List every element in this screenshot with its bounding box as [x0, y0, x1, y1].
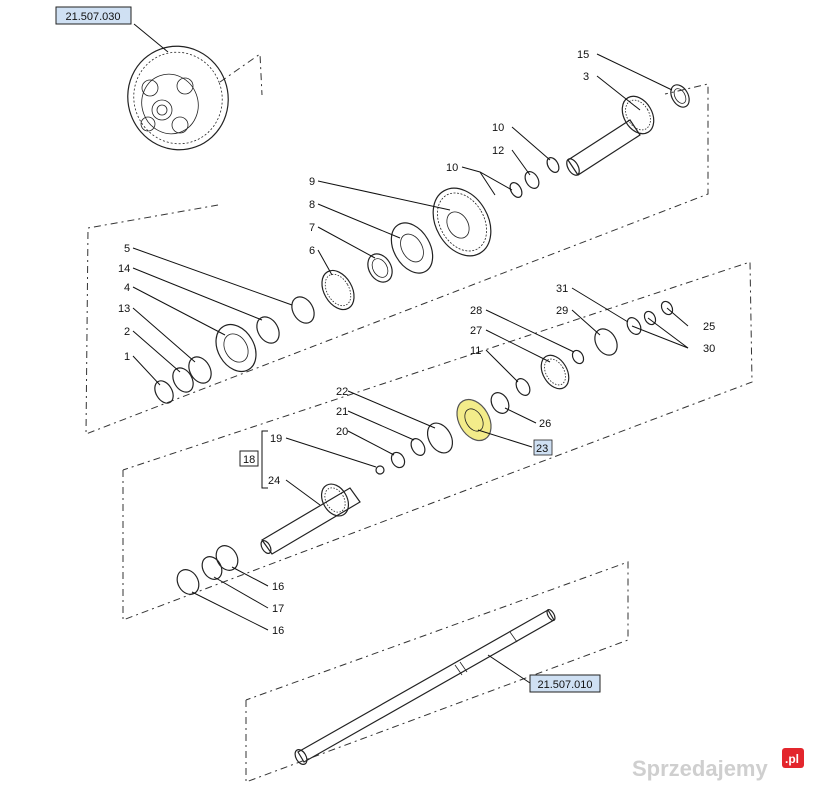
label-11: 11	[470, 345, 481, 357]
label-6: 6	[309, 245, 315, 257]
leader-lines	[132, 23, 689, 684]
upper-shaft	[566, 84, 690, 176]
label-18: 18	[243, 454, 255, 466]
ring-11	[515, 378, 531, 396]
snap-rings-10-12	[509, 157, 560, 198]
label-23: 23	[536, 443, 548, 455]
label-16a: 16	[272, 581, 284, 593]
label-24: 24	[268, 475, 280, 487]
label-12: 12	[492, 145, 504, 157]
watermark-text: Sprzedajemy	[632, 756, 768, 781]
label-4: 4	[124, 282, 130, 294]
label-17: 17	[272, 603, 284, 615]
label-28: 28	[470, 305, 482, 317]
gear-27	[540, 354, 570, 390]
dashed-frame-bottom	[245, 561, 629, 783]
ref-label-bottom: 21.507.010	[537, 679, 592, 691]
ref-label-top: 21.507.030	[65, 11, 120, 23]
label-31: 31	[556, 283, 568, 295]
label-22: 22	[336, 386, 348, 398]
label-3: 3	[583, 71, 589, 83]
part-labels: 15 3 10 12 10 9 8 7 6 5 14 4 13 2 1 31 2…	[118, 49, 715, 637]
rings-16-17	[176, 545, 239, 595]
ref-box-top[interactable]: 21.507.030	[55, 6, 132, 25]
snap-rings-1-2-13	[154, 356, 212, 404]
label-20: 20	[336, 426, 348, 438]
bushing-26	[490, 392, 510, 414]
bearing-5-ring-14	[256, 296, 315, 344]
label-8: 8	[309, 199, 315, 211]
synchronizer-8	[390, 222, 434, 274]
group-box-18: 18	[239, 450, 259, 467]
bushing-7	[367, 253, 393, 283]
label-13: 13	[118, 303, 130, 315]
rings-20-21	[390, 438, 426, 469]
label-2: 2	[124, 326, 130, 338]
label-15: 15	[577, 49, 589, 61]
label-27: 27	[470, 325, 482, 337]
label-26: 26	[539, 418, 551, 430]
label-7: 7	[309, 222, 315, 234]
label-29: 29	[556, 305, 568, 317]
gear-6	[321, 269, 355, 311]
bearing-4	[215, 323, 257, 373]
gear-22	[426, 422, 454, 454]
dashed-frame-middle	[122, 261, 753, 621]
ref-box-bottom[interactable]: 21.507.010	[529, 674, 601, 693]
planetary-assembly	[127, 45, 229, 151]
long-shaft	[294, 608, 556, 765]
label-5: 5	[124, 243, 130, 255]
label-19: 19	[270, 433, 282, 445]
label-9: 9	[309, 176, 315, 188]
gear-9	[432, 187, 492, 257]
watermark-badge: .pl	[785, 752, 799, 766]
label-1: 1	[124, 351, 130, 363]
label-25: 25	[703, 321, 715, 333]
watermark: Sprzedajemy .pl	[632, 748, 804, 781]
label-10a: 10	[492, 122, 504, 134]
label-21: 21	[336, 406, 348, 418]
lower-shaft-24	[260, 465, 385, 555]
highlighted-part-23[interactable]	[450, 393, 498, 446]
label-30: 30	[703, 343, 715, 355]
dashed-frame-top	[85, 53, 709, 435]
label-16b: 16	[272, 625, 284, 637]
label-23-box[interactable]: 23	[533, 439, 553, 456]
label-14: 14	[118, 263, 130, 275]
parts-25-31	[571, 300, 674, 365]
label-10b: 10	[446, 162, 458, 174]
